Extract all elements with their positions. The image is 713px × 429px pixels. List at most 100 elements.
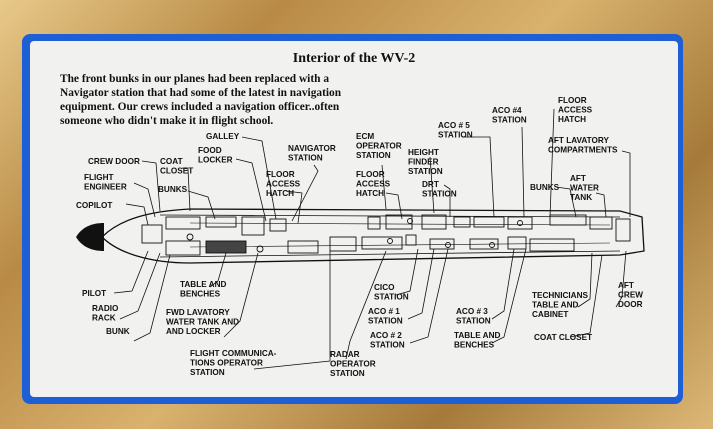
label-line: COPILOT — [76, 201, 112, 210]
label-line: TANK — [570, 193, 592, 202]
caption-line: The front bunks in our planes had been r… — [60, 73, 330, 85]
label-line: TECHNICIANS — [532, 291, 588, 300]
label-line: BENCHES — [454, 341, 495, 350]
label-line: STATION — [492, 116, 527, 125]
label-line: CICO — [374, 283, 395, 292]
label-line: ACO # 5 — [438, 121, 470, 130]
label-line: OPERATOR — [356, 142, 402, 151]
label-line: FLOOR — [356, 170, 385, 179]
diagram-caption: The front bunks in our planes had been r… — [60, 72, 400, 128]
label-line: FWD LAVATORY — [166, 308, 230, 317]
label-line: COAT CLOSET — [534, 333, 592, 342]
label-line: AND LOCKER — [166, 327, 221, 336]
label-line: STATION — [288, 154, 323, 163]
label-line: ACO # 2 — [370, 331, 402, 340]
label-line: STATION — [190, 368, 225, 377]
label-line: TIONS OPERATOR — [190, 359, 263, 368]
label-line: TABLE AND — [532, 301, 578, 310]
label-bunks-aft: BUNKS — [530, 183, 560, 192]
label-line: BUNKS — [530, 183, 560, 192]
label-line: TABLE AND — [180, 280, 226, 289]
label-line: PILOT — [82, 289, 106, 298]
label-line: RACK — [92, 314, 116, 323]
label-line: STATION — [456, 317, 491, 326]
label-line: ACO # 3 — [456, 307, 488, 316]
label-line: TABLE AND — [454, 331, 500, 340]
label-copilot: COPILOT — [76, 201, 112, 210]
label-line: COMPARTMENTS — [548, 146, 618, 155]
label-line: STATION — [368, 317, 403, 326]
label-line: STATION — [330, 369, 365, 378]
label-line: FLOOR — [558, 96, 587, 105]
label-pilot: PILOT — [82, 289, 106, 298]
label-line: WATER TANK AND — [166, 318, 239, 327]
label-line: ACO # 1 — [368, 307, 400, 316]
label-bunks-fwd: BUNKS — [158, 185, 188, 194]
label-line: STATION — [438, 131, 473, 140]
label-line: FOOD — [198, 146, 222, 155]
caption-line: someone who didn't make it in flight sch… — [60, 115, 274, 127]
label-line: WATER — [570, 184, 599, 193]
label-line: BUNK — [106, 327, 130, 336]
label-line: ACCESS — [558, 106, 593, 115]
label-line: NAVIGATOR — [288, 144, 336, 153]
label-line: CLOSET — [160, 167, 193, 176]
label-line: COAT — [160, 157, 183, 166]
label-line: CREW DOOR — [88, 157, 140, 166]
label-line: AFT — [618, 281, 634, 290]
label-line: DRT — [422, 180, 439, 189]
label-line: DOOR — [618, 300, 643, 309]
label-line: BENCHES — [180, 290, 221, 299]
label-line: FINDER — [408, 158, 439, 167]
label-line: HATCH — [356, 189, 384, 198]
label-line: AFT — [570, 174, 586, 183]
caption-line: equipment. Our crews included a navigati… — [60, 101, 340, 113]
label-line: FLIGHT COMMUNICA- — [190, 349, 277, 358]
label-line: ACO #4 — [492, 106, 522, 115]
label-line: AFT LAVATORY — [548, 136, 609, 145]
label-crew-door: CREW DOOR — [88, 157, 140, 166]
label-line: RADIO — [92, 304, 119, 313]
label-line: CABINET — [532, 310, 568, 319]
caption-line: Navigator station that had some of the l… — [60, 87, 342, 99]
interior-equipment — [141, 214, 631, 256]
label-line: BUNKS — [158, 185, 188, 194]
label-line: FLOOR — [266, 170, 295, 179]
diagram-title: Interior of the WV-2 — [292, 51, 416, 66]
label-line: ECM — [356, 132, 374, 141]
label-line: HEIGHT — [408, 148, 439, 157]
label-line: STATION — [370, 341, 405, 350]
label-line: ACCESS — [266, 180, 301, 189]
label-line: HATCH — [558, 115, 586, 124]
label-line: ENGINEER — [84, 183, 127, 192]
diagram-paper: Interior of the WV-2 The front bunks in … — [30, 41, 678, 397]
label-line: CREW — [618, 291, 643, 300]
label-bunk: BUNK — [106, 327, 130, 336]
label-line: FLIGHT — [84, 173, 114, 182]
nose-cone-icon — [76, 223, 104, 251]
